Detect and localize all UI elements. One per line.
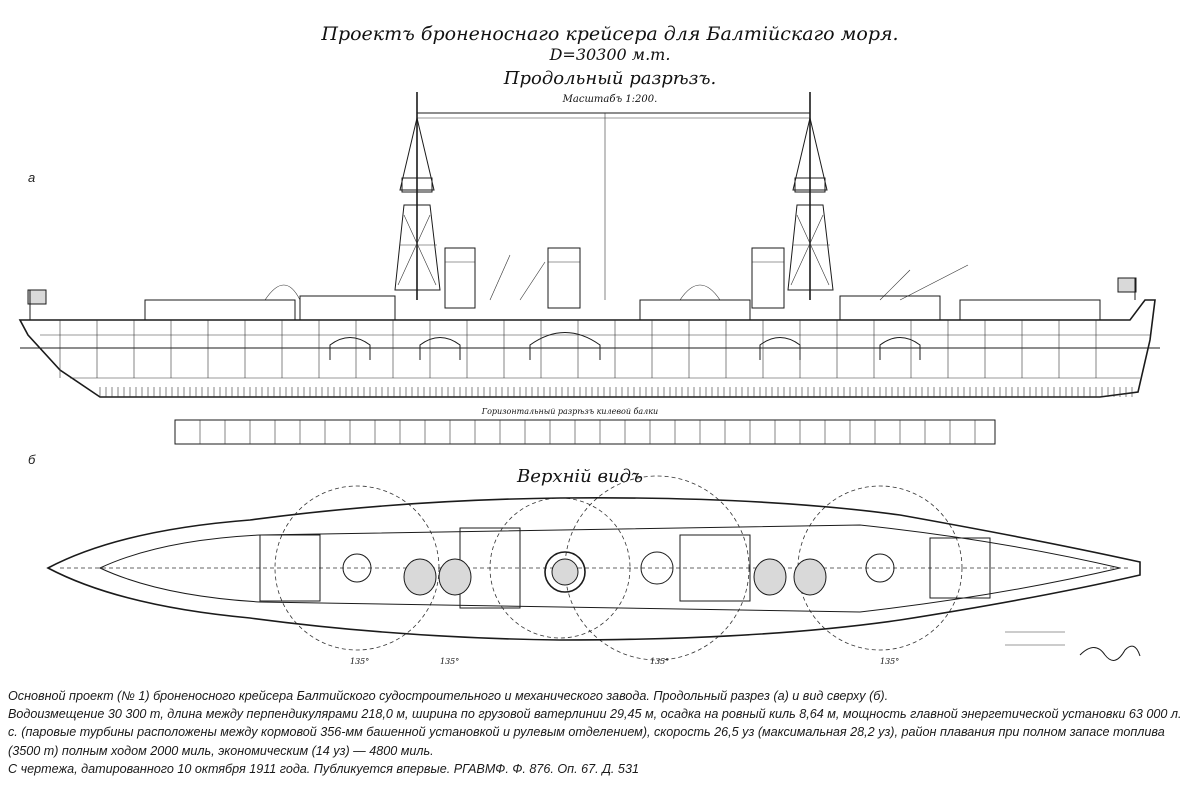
panel-letter-a: а — [28, 170, 36, 185]
displacement-label: D=30300 м.т. — [549, 45, 671, 64]
keel-section — [174, 419, 996, 445]
turret-sections — [329, 332, 921, 360]
center-turret — [544, 551, 586, 593]
stern-flag — [1117, 277, 1137, 293]
funnels — [444, 247, 785, 309]
caption-line-2: Водоизмещение 30 300 т, длина между перп… — [8, 707, 1182, 758]
side-profile — [18, 92, 1160, 398]
main-mast — [787, 92, 834, 300]
fore-mast — [394, 92, 441, 300]
signature — [1079, 645, 1141, 661]
caption-line-3: С чертежа, датированного 10 октября 1911… — [8, 761, 639, 776]
compartment-bulkheads — [59, 320, 1097, 378]
angle-label-1: 135° — [350, 657, 369, 666]
figure-caption: Основной проект (№ 1) броненосного крейс… — [8, 687, 1193, 778]
angle-label-2: 135° — [650, 657, 669, 666]
drawing-title: Проектъ броненоснаго крейсера для Балтій… — [320, 23, 898, 45]
panel-letter-b: б — [28, 452, 36, 467]
bow-flag — [27, 289, 47, 305]
keel-frames — [99, 387, 1133, 397]
angle-label-3: 135° — [880, 657, 899, 666]
scale-label: Масштабъ 1:200. — [562, 94, 658, 105]
angle-label-4: 135° — [440, 657, 459, 666]
superstructure — [144, 295, 1101, 321]
caption-line-1: Основной проект (№ 1) броненосного крейс… — [8, 689, 889, 703]
top-view-title: Верхній видъ — [516, 466, 643, 487]
keel-section-frames — [199, 420, 976, 444]
ship-drawing: Проектъ броненоснаго крейсера для Балтій… — [18, 23, 1160, 666]
hull-plan — [46, 497, 1141, 641]
section-title: Продольный разрѣзъ. — [503, 68, 716, 89]
hull-profile — [18, 299, 1156, 398]
top-view: 135° 135° 135° 135° — [46, 475, 1141, 666]
keel-section-label: Горизонтальный разрѣзъ килевой балки — [481, 407, 658, 416]
